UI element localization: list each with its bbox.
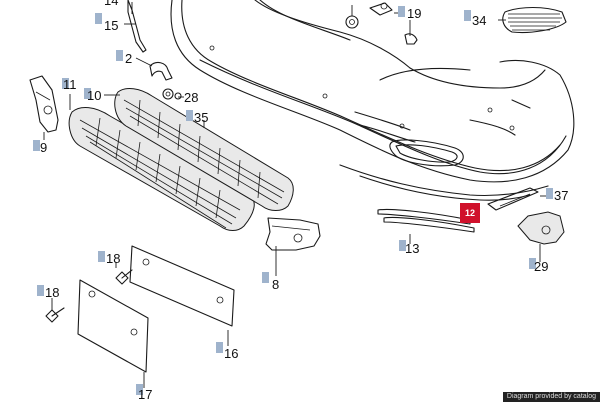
callout-9[interactable]: 9: [33, 140, 47, 155]
callout-35[interactable]: 35: [186, 110, 208, 125]
callout-12-highlighted[interactable]: 12: [460, 203, 480, 223]
license-plate-16: [129, 245, 235, 327]
svg-text:37: 37: [554, 188, 568, 203]
svg-text:12: 12: [465, 208, 475, 218]
clip-19: [404, 33, 418, 45]
svg-text:28: 28: [184, 90, 198, 105]
trim-strip-13: [377, 208, 475, 233]
svg-text:9: 9: [40, 140, 47, 155]
bracket-8: [265, 217, 321, 251]
clip-28: [162, 88, 182, 100]
callout-28[interactable]: 28: [184, 90, 198, 105]
license-plate-17: [77, 279, 149, 373]
callout-15[interactable]: 15: [95, 13, 118, 33]
callout-19[interactable]: 19: [398, 6, 421, 21]
svg-text:18: 18: [45, 285, 59, 300]
callout-11[interactable]: 11: [62, 77, 77, 92]
svg-text:19: 19: [407, 6, 421, 21]
bracket-9: [29, 75, 59, 133]
svg-text:11: 11: [63, 77, 77, 92]
callout-2[interactable]: 2: [116, 50, 132, 66]
callout-29[interactable]: 29: [529, 258, 548, 274]
bracket-29: [517, 211, 565, 245]
svg-text:8: 8: [272, 277, 279, 292]
screw-18-upper: [115, 269, 133, 285]
bracket-15: [127, 0, 147, 53]
svg-text:10: 10: [87, 88, 101, 103]
trim-37: [487, 187, 539, 211]
watermark: Diagram provided by catalog: [502, 392, 600, 402]
svg-text:34: 34: [472, 13, 486, 28]
grille-10: [114, 88, 294, 211]
screw-18-lower: [45, 307, 65, 323]
svg-text:2: 2: [125, 51, 132, 66]
callout-16[interactable]: 16: [216, 342, 238, 361]
svg-text:29: 29: [534, 259, 548, 274]
grille-34: [502, 6, 567, 34]
svg-text:14: 14: [104, 0, 118, 8]
bumper-cover: [170, 0, 575, 201]
callout-10[interactable]: 10: [84, 88, 101, 103]
callout-13[interactable]: 13: [399, 240, 419, 256]
callout-8[interactable]: 8: [262, 272, 279, 292]
callout-18-lower[interactable]: 18: [37, 285, 59, 300]
svg-text:17: 17: [138, 387, 152, 402]
svg-text:35: 35: [194, 110, 208, 125]
callout-37[interactable]: 37: [546, 188, 568, 203]
svg-text:13: 13: [405, 241, 419, 256]
clamp-2: [149, 61, 173, 81]
callout-18-upper[interactable]: 18: [98, 251, 120, 266]
svg-text:15: 15: [104, 18, 118, 33]
callout-34[interactable]: 34: [464, 10, 486, 28]
callout-17[interactable]: 17: [136, 384, 152, 402]
svg-text:16: 16: [224, 346, 238, 361]
svg-text:18: 18: [106, 251, 120, 266]
grille-11: [68, 107, 255, 231]
clip-center: [345, 2, 393, 29]
callout-14[interactable]: 14: [104, 0, 118, 8]
